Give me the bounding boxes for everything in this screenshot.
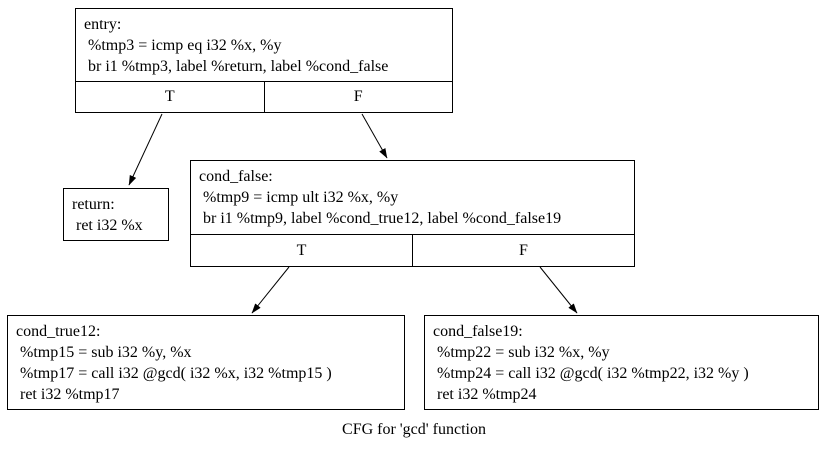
node-cond_false: cond_false: %tmp9 = icmp ult i32 %x, %y … bbox=[190, 160, 635, 267]
basic-block-body: cond_false: %tmp9 = icmp ult i32 %x, %y … bbox=[191, 161, 634, 234]
basic-block-body: cond_true12: %tmp15 = sub i32 %y, %x %tm… bbox=[8, 316, 404, 409]
node-return: return: ret i32 %x bbox=[63, 188, 169, 241]
edge-entry-true-to-return bbox=[128, 113, 163, 186]
edge-cond_false-false-to-cond_false19 bbox=[539, 266, 578, 314]
ir-instruction: br i1 %tmp3, label %return, label %cond_… bbox=[84, 58, 389, 75]
basic-block-body: entry: %tmp3 = icmp eq i32 %x, %y br i1 … bbox=[76, 9, 452, 81]
ir-instruction: ret i32 %tmp24 bbox=[433, 386, 537, 403]
node-cond_true12: cond_true12: %tmp15 = sub i32 %y, %x %tm… bbox=[7, 315, 405, 410]
branch-true-cell: T bbox=[164, 88, 175, 105]
ir-instruction: %tmp9 = icmp ult i32 %x, %y bbox=[199, 189, 399, 206]
branch-false-cell: F bbox=[263, 82, 453, 112]
basic-block-label: return: bbox=[72, 196, 115, 213]
edge-cond_false-true-to-cond_true12 bbox=[251, 266, 290, 314]
basic-block-label: cond_false: bbox=[199, 168, 273, 185]
basic-block-label: entry: bbox=[84, 16, 122, 33]
diagram-caption: CFG for 'gcd' function bbox=[342, 421, 486, 438]
node-entry: entry: %tmp3 = icmp eq i32 %x, %y br i1 … bbox=[75, 8, 453, 113]
ir-instruction: %tmp3 = icmp eq i32 %x, %y bbox=[84, 37, 282, 54]
branch-true-cell: T bbox=[296, 241, 307, 259]
basic-block-body: return: ret i32 %x bbox=[64, 189, 168, 240]
basic-block-label: cond_true12: bbox=[16, 323, 101, 340]
edge-entry-false-to-cond_false bbox=[361, 113, 388, 159]
basic-block-body: cond_false19: %tmp22 = sub i32 %x, %y %t… bbox=[425, 316, 818, 409]
ir-instruction: br i1 %tmp9, label %cond_true12, label %… bbox=[199, 210, 562, 227]
ir-instruction: %tmp22 = sub i32 %x, %y bbox=[433, 344, 610, 361]
branch-row: T F bbox=[191, 234, 634, 266]
ir-instruction: ret i32 %x bbox=[72, 217, 143, 234]
ir-instruction: %tmp15 = sub i32 %y, %x bbox=[16, 344, 192, 361]
branch-false-cell: F bbox=[412, 235, 634, 266]
branch-row: T F bbox=[76, 81, 452, 112]
ir-instruction: %tmp24 = call i32 @gcd( i32 %tmp22, i32 … bbox=[433, 365, 749, 382]
basic-block-label: cond_false19: bbox=[433, 323, 523, 340]
ir-instruction: ret i32 %tmp17 bbox=[16, 386, 120, 403]
ir-instruction: %tmp17 = call i32 @gcd( i32 %x, i32 %tmp… bbox=[16, 365, 332, 382]
node-cond_false19: cond_false19: %tmp22 = sub i32 %x, %y %t… bbox=[424, 315, 819, 410]
